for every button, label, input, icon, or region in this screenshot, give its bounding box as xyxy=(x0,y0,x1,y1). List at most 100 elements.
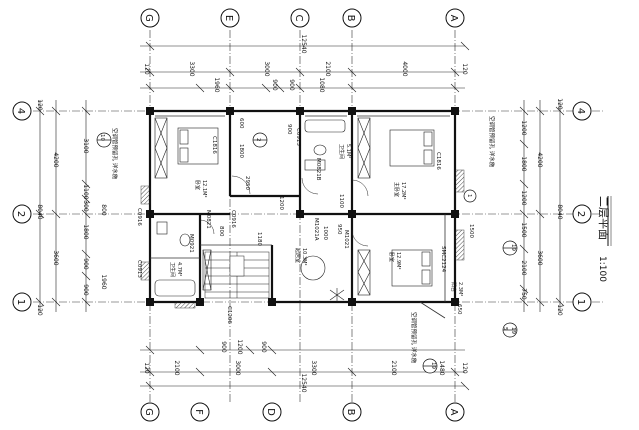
axis-bubble-4-right: 4 xyxy=(572,101,592,121)
axis-bubble-E-top: E xyxy=(220,8,240,28)
room-bedroom1-area: 12.1M² xyxy=(201,180,207,197)
dim-left-1800: 1800 xyxy=(82,224,89,239)
dim-left-800: 800 xyxy=(100,204,107,216)
room-bath2-area: 4.7M² xyxy=(176,262,182,276)
title-scale: 1:100 xyxy=(597,256,607,282)
drawing-title: 二层平面 1:100 xyxy=(597,196,612,282)
left-dimension-text: 120 8040 120 4200 3600 3100 1100 300 180… xyxy=(36,99,107,316)
axis-label: G xyxy=(143,14,154,22)
dim-bot-120-left: 120 xyxy=(143,362,150,374)
dim-left-1100: 1100 xyxy=(82,184,89,199)
code-c1206: C1206 xyxy=(226,306,232,324)
room-bath2-label: 卫生间 xyxy=(169,262,176,277)
code-m1021: M1021 xyxy=(343,230,349,249)
dim-left-3100: 3100 xyxy=(82,138,89,153)
axis-bubble-2-right: 2 xyxy=(572,204,592,224)
dim-int-1500: 1500 xyxy=(468,224,474,238)
axis-bubble-B-bottom: B xyxy=(342,402,362,422)
axis-label: 2 xyxy=(15,211,26,217)
room-balcony-area: 2.3M² xyxy=(457,282,463,296)
stairs xyxy=(204,251,270,299)
dim-bot-1200: 1200 xyxy=(236,339,243,354)
beds xyxy=(177,127,435,287)
axis-label: E xyxy=(223,15,234,21)
top-axis-bubbles: G E C B A xyxy=(140,8,465,28)
room-bath1-label: 卫生间 xyxy=(338,144,345,159)
dim-left-900b: 900 xyxy=(82,284,89,296)
axis-bubble-B-top: B xyxy=(342,8,362,28)
thin-walls xyxy=(150,115,450,319)
ref-10-label: 10 xyxy=(99,134,105,141)
axis-label: 4 xyxy=(15,108,26,114)
dim-right-1200b: 1200 xyxy=(520,190,527,205)
dim-int-1180: 1180 xyxy=(256,232,262,246)
code-c0916-b: C0916 xyxy=(136,208,142,226)
axis-bubble-4-left: 4 xyxy=(12,101,32,121)
code-c1816-b: C1816 xyxy=(435,152,441,170)
room-balcony-label: 阳台 xyxy=(450,282,457,292)
ref-bubble-19-a xyxy=(502,240,518,256)
dim-left-1960: 1960 xyxy=(100,274,107,289)
dim-right-1800: 1800 xyxy=(520,156,527,171)
dim-bot-900: 900 xyxy=(220,341,227,353)
dim-int-1100: 1100 xyxy=(338,194,344,208)
axis-bubble-1-right: 1 xyxy=(572,292,592,312)
door-window-codes: C1816 C1816 M0821B M1021A M0821 C0916 C0… xyxy=(136,128,446,324)
dim-left-4200: 4200 xyxy=(52,152,59,167)
code-c1816-a: C1816 xyxy=(211,136,217,154)
dim-right-3600: 3600 xyxy=(536,250,543,265)
axis-label: 1 xyxy=(575,299,586,305)
left-dimension-lines xyxy=(35,100,91,312)
ref-bubble-1 xyxy=(463,189,477,203)
right-dimension-lines xyxy=(519,100,565,312)
room-bedroom1-label: 卧室 xyxy=(194,180,201,190)
dim-right-4200: 4200 xyxy=(536,152,543,167)
axis-grid-lines xyxy=(20,30,605,402)
room-labels: 卧室 12.1M² 主卧室 17.2M² 卫生间 5.1M² 卫生间 4.7M²… xyxy=(169,144,463,296)
ref-19-a-label: 19 xyxy=(510,244,516,251)
axis-label: 4 xyxy=(575,108,586,114)
axis-bubble-2-left: 2 xyxy=(12,204,32,224)
axis-label: G xyxy=(143,408,154,416)
dim-right-120-top: 120 xyxy=(556,98,563,110)
dim-right-2100: 2100 xyxy=(520,260,527,275)
axis-label: B xyxy=(345,409,356,416)
bath-fixtures xyxy=(154,119,346,297)
dim-left-3600: 3600 xyxy=(52,250,59,265)
dim-left-900: 900 xyxy=(82,258,89,270)
ref-2-label: 2 xyxy=(255,138,261,142)
room-bedroom2-label: 卧室 xyxy=(388,252,395,262)
note-ac-2: 空调管预留孔 详水施 xyxy=(488,116,496,168)
axis-bubble-A-top: A xyxy=(445,8,465,28)
right-dimension-text: 1200 1800 1200 1500 2100 750 4200 3600 1… xyxy=(520,98,563,316)
columns xyxy=(146,107,459,306)
ref-5-label: 5 xyxy=(502,327,508,331)
dim-top-4000: 4000 xyxy=(401,61,408,76)
dim-int-600: 600 xyxy=(238,118,244,129)
dim-bot-total: 12540 xyxy=(300,373,307,392)
note-ac-1: 空调管预留孔 详水施 xyxy=(111,128,119,180)
room-master-bed-label: 主卧室 xyxy=(393,182,400,197)
axis-bubble-D-bottom: D xyxy=(262,402,282,422)
dim-right-total: 8040 xyxy=(556,204,563,219)
dim-top-900b: 900 xyxy=(271,79,278,91)
living-furniture xyxy=(300,255,345,302)
dim-left-300: 300 xyxy=(82,200,89,212)
dim-bot-3300: 3300 xyxy=(310,360,317,375)
dim-int-2950: 2950 xyxy=(244,176,250,190)
dim-right-750: 750 xyxy=(520,288,527,300)
dim-top-2100: 2100 xyxy=(324,61,331,76)
dim-bot-120-right: 120 xyxy=(461,362,468,374)
axis-bubble-G-bottom: G xyxy=(140,402,160,422)
code-m0821b: M0821B xyxy=(315,158,321,181)
room-bedroom2-area: 12.9M² xyxy=(395,252,401,269)
axis-bubble-G-top: G xyxy=(140,8,160,28)
axis-label: C xyxy=(293,15,304,22)
room-master-bed-area: 17.2M² xyxy=(400,182,406,199)
left-axis-bubbles: 4 2 1 xyxy=(12,101,32,312)
ref-19-c-label: 19 xyxy=(430,362,436,369)
code-c0913-b: C0913 xyxy=(136,260,142,278)
code-c0916-a: C0916 xyxy=(230,210,236,228)
room-bath1-area: 5.1M² xyxy=(345,144,351,158)
